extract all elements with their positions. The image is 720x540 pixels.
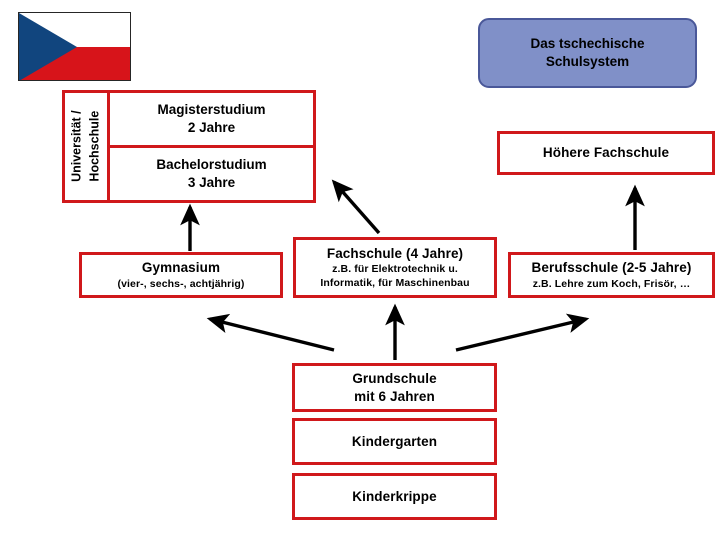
grundschule-detail: mit 6 Jahren: [354, 388, 435, 404]
gymnasium-subtitle: (vier-, sechs-, achtjährig): [117, 277, 245, 290]
fachschule-title: Fachschule (4 Jahre): [326, 245, 464, 261]
box-gymnasium: Gymnasium (vier-, sechs-, achtjährig): [79, 252, 283, 298]
arrow-grundschule-to-gymnasium: [206, 313, 335, 352]
grundschule-title: Grundschule: [352, 371, 437, 387]
magisterstudium-title: Magisterstudium: [157, 101, 266, 117]
box-kindergarten: Kindergarten: [292, 418, 497, 465]
kindergarten-title: Kindergarten: [351, 433, 438, 449]
czech-flag-icon: [18, 12, 131, 81]
bachelorstudium-duration: 3 Jahre: [187, 175, 236, 190]
university-side-label: Universität / Hochschule: [65, 93, 110, 200]
arrow-grundschule-to-berufsschule: [455, 313, 590, 352]
berufsschule-subtitle: z.B. Lehre zum Koch, Frisör, …: [532, 277, 691, 290]
university-side-label-line-2: Hochschule: [88, 111, 102, 182]
box-berufsschule: Berufsschule (2-5 Jahre) z.B. Lehre zum …: [508, 252, 715, 298]
box-hoehere-fachschule: Höhere Fachschule: [497, 131, 715, 175]
university-rows: Magisterstudium 2 Jahre Bachelorstudium …: [110, 93, 313, 200]
flag-blue-wedge: [19, 13, 77, 80]
university-block: Universität / Hochschule Magisterstudium…: [62, 90, 316, 203]
box-grundschule: Grundschule mit 6 Jahren: [292, 363, 497, 412]
berufsschule-title: Berufsschule (2-5 Jahre): [531, 260, 692, 276]
box-magisterstudium: Magisterstudium 2 Jahre: [110, 93, 313, 148]
arrow-fachschule-to-university: [331, 179, 381, 235]
hoehere-fachschule-title: Höhere Fachschule: [542, 145, 670, 161]
magisterstudium-duration: 2 Jahre: [187, 120, 236, 135]
box-kinderkrippe: Kinderkrippe: [292, 473, 497, 520]
gymnasium-title: Gymnasium: [141, 260, 221, 276]
bachelorstudium-title: Bachelorstudium: [156, 156, 267, 172]
fachschule-subtitle-line-1: z.B. für Elektrotechnik u.: [332, 263, 458, 275]
title-line-1: Das tschechische: [530, 35, 645, 51]
title-line-2: Schulsystem: [545, 54, 630, 69]
box-fachschule: Fachschule (4 Jahre) z.B. für Elektrotec…: [293, 237, 497, 298]
diagram-title-callout: Das tschechische Schulsystem: [478, 18, 697, 88]
kinderkrippe-title: Kinderkrippe: [352, 488, 437, 504]
box-bachelorstudium: Bachelorstudium 3 Jahre: [110, 148, 313, 200]
university-side-label-line-1: Universität /: [69, 110, 84, 183]
fachschule-subtitle-line-2: Informatik, für Maschinenbau: [320, 277, 470, 290]
